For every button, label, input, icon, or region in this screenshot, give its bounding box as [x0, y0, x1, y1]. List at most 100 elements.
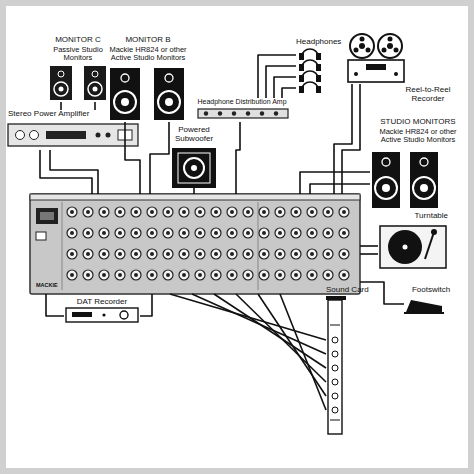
audio-cable — [280, 294, 326, 410]
active-monitor-pair-part — [114, 91, 136, 113]
studio-monitor-pair-part — [420, 158, 428, 166]
audio-cable — [360, 245, 378, 247]
device-label: Headphone Distribution Amp — [194, 98, 290, 106]
audio-cable — [40, 150, 92, 194]
active-monitor-pair-part — [165, 74, 173, 82]
sound-card-part — [332, 337, 338, 343]
mixer-back-panel-part — [67, 270, 349, 280]
mixer-back-panel-part — [258, 202, 259, 290]
audio-cable — [274, 77, 296, 98]
sound-card-part — [332, 351, 338, 357]
device-sublabel: Mackie HR824 or other Active Studio Moni… — [104, 46, 192, 63]
subwoofer-node: Powered Subwoofer — [168, 126, 220, 188]
headphone-icons-part — [299, 64, 304, 71]
turntable-icon-part — [403, 245, 408, 250]
sound-card-part — [330, 420, 340, 421]
reel-to-reel-icon — [348, 34, 404, 82]
active-monitor-pair-part — [121, 74, 129, 82]
active-monitor-pair-part — [110, 68, 140, 120]
passive-monitor-pair-part — [54, 82, 68, 96]
dat-recorder-box-part — [66, 308, 138, 322]
headphone-icons-part — [299, 75, 304, 82]
reel-to-reel-icon-part — [394, 72, 398, 76]
headphone-icons-part — [302, 71, 318, 78]
power-amplifier-part — [46, 131, 86, 139]
active-monitor-pair-part — [165, 98, 173, 106]
audio-cable — [334, 84, 352, 194]
reel-to-reel-icon-part — [354, 48, 359, 53]
device-label: Footswitch — [404, 286, 458, 295]
audio-cable — [342, 84, 360, 194]
headphone-amp-bar-part — [246, 111, 250, 115]
audio-cable — [50, 150, 98, 194]
subwoofer-part — [191, 165, 197, 171]
audio-cable — [60, 102, 62, 110]
reel-to-reel-icon-part — [378, 34, 402, 58]
audio-cable — [310, 184, 370, 194]
mixer-back-panel-part — [67, 249, 349, 259]
device-sublabel: Mackie HR824 or other Active Studio Moni… — [370, 128, 466, 145]
passive-monitor-pair-part — [59, 87, 64, 92]
headphone-icons-part — [302, 82, 318, 89]
dat-recorder-box-part — [72, 312, 92, 317]
dat-recorder-box — [66, 308, 138, 322]
turntable-icon-part — [388, 230, 422, 264]
reel-to-reel-icon-part — [394, 48, 399, 53]
headphone-icons-part — [299, 86, 304, 93]
footswitch-pedal — [404, 300, 444, 314]
mixer-node: MACKIE — [30, 194, 360, 294]
audio-cable — [94, 102, 96, 110]
footswitch-pedal-part — [406, 300, 442, 312]
sound-card — [326, 296, 346, 434]
subwoofer-part — [178, 153, 210, 183]
passive-monitor-pair-part — [93, 87, 98, 92]
dat-recorder-box-part — [120, 311, 128, 319]
power-amplifier-part — [16, 131, 25, 140]
audio-cable — [214, 294, 326, 368]
headphone-amp-bar-part — [198, 109, 288, 118]
subwoofer-part — [172, 148, 216, 188]
reel-to-reel-icon-part — [359, 43, 365, 49]
dat-recorder-node: DAT Recorder — [64, 298, 140, 324]
headphone-icons-part — [316, 53, 321, 60]
headphone-amp-bar-part — [274, 111, 278, 115]
device-label: MONITOR B — [104, 36, 192, 45]
device-label: MACKIE — [36, 282, 96, 288]
studio-monitor-pair-part — [382, 184, 390, 192]
mixer-back-panel-part — [36, 208, 58, 224]
headphones-node: Headphones — [296, 38, 346, 102]
reel-to-reel-icon-part — [366, 64, 386, 70]
turntable-icon-part — [380, 226, 446, 268]
sound-card-node: Sound Card — [326, 286, 374, 436]
studio-monitor-pair-part — [382, 158, 390, 166]
audio-cable — [258, 294, 326, 396]
headphone-amp-bar-part — [218, 111, 222, 115]
power-amplifier — [8, 124, 138, 146]
reel-to-reel-icon-part — [350, 34, 374, 58]
headphone-icons-part — [302, 49, 318, 56]
mixer-back-panel-part — [67, 207, 349, 217]
sound-card-part — [332, 365, 338, 371]
power-amplifier-part — [30, 131, 39, 140]
passive-monitor-pair-part — [58, 71, 64, 77]
footswitch-node: Footswitch — [404, 286, 458, 312]
sound-card-part — [330, 325, 340, 326]
passive-monitor-pair-part — [84, 66, 106, 100]
audio-cable — [258, 55, 296, 98]
audio-cable — [360, 253, 378, 255]
device-label: Reel-to-Reel Recorder — [400, 86, 456, 104]
dat-recorder-box-part — [102, 313, 105, 316]
sound-card-part — [328, 300, 342, 434]
reel-to-reel-icon-part — [387, 43, 393, 49]
footswitch-pedal-part — [404, 312, 444, 314]
device-label: Turntable — [378, 212, 448, 221]
headphone-icons — [299, 49, 321, 93]
studio-monitor-pair-part — [375, 177, 397, 199]
power-amplifier-node: Stereo Power Amplifier — [6, 110, 140, 150]
mixer-back-panel-part — [30, 194, 360, 294]
subwoofer — [172, 148, 216, 188]
studio-monitor-pair-part — [420, 184, 428, 192]
headphone-icons-part — [299, 53, 304, 60]
